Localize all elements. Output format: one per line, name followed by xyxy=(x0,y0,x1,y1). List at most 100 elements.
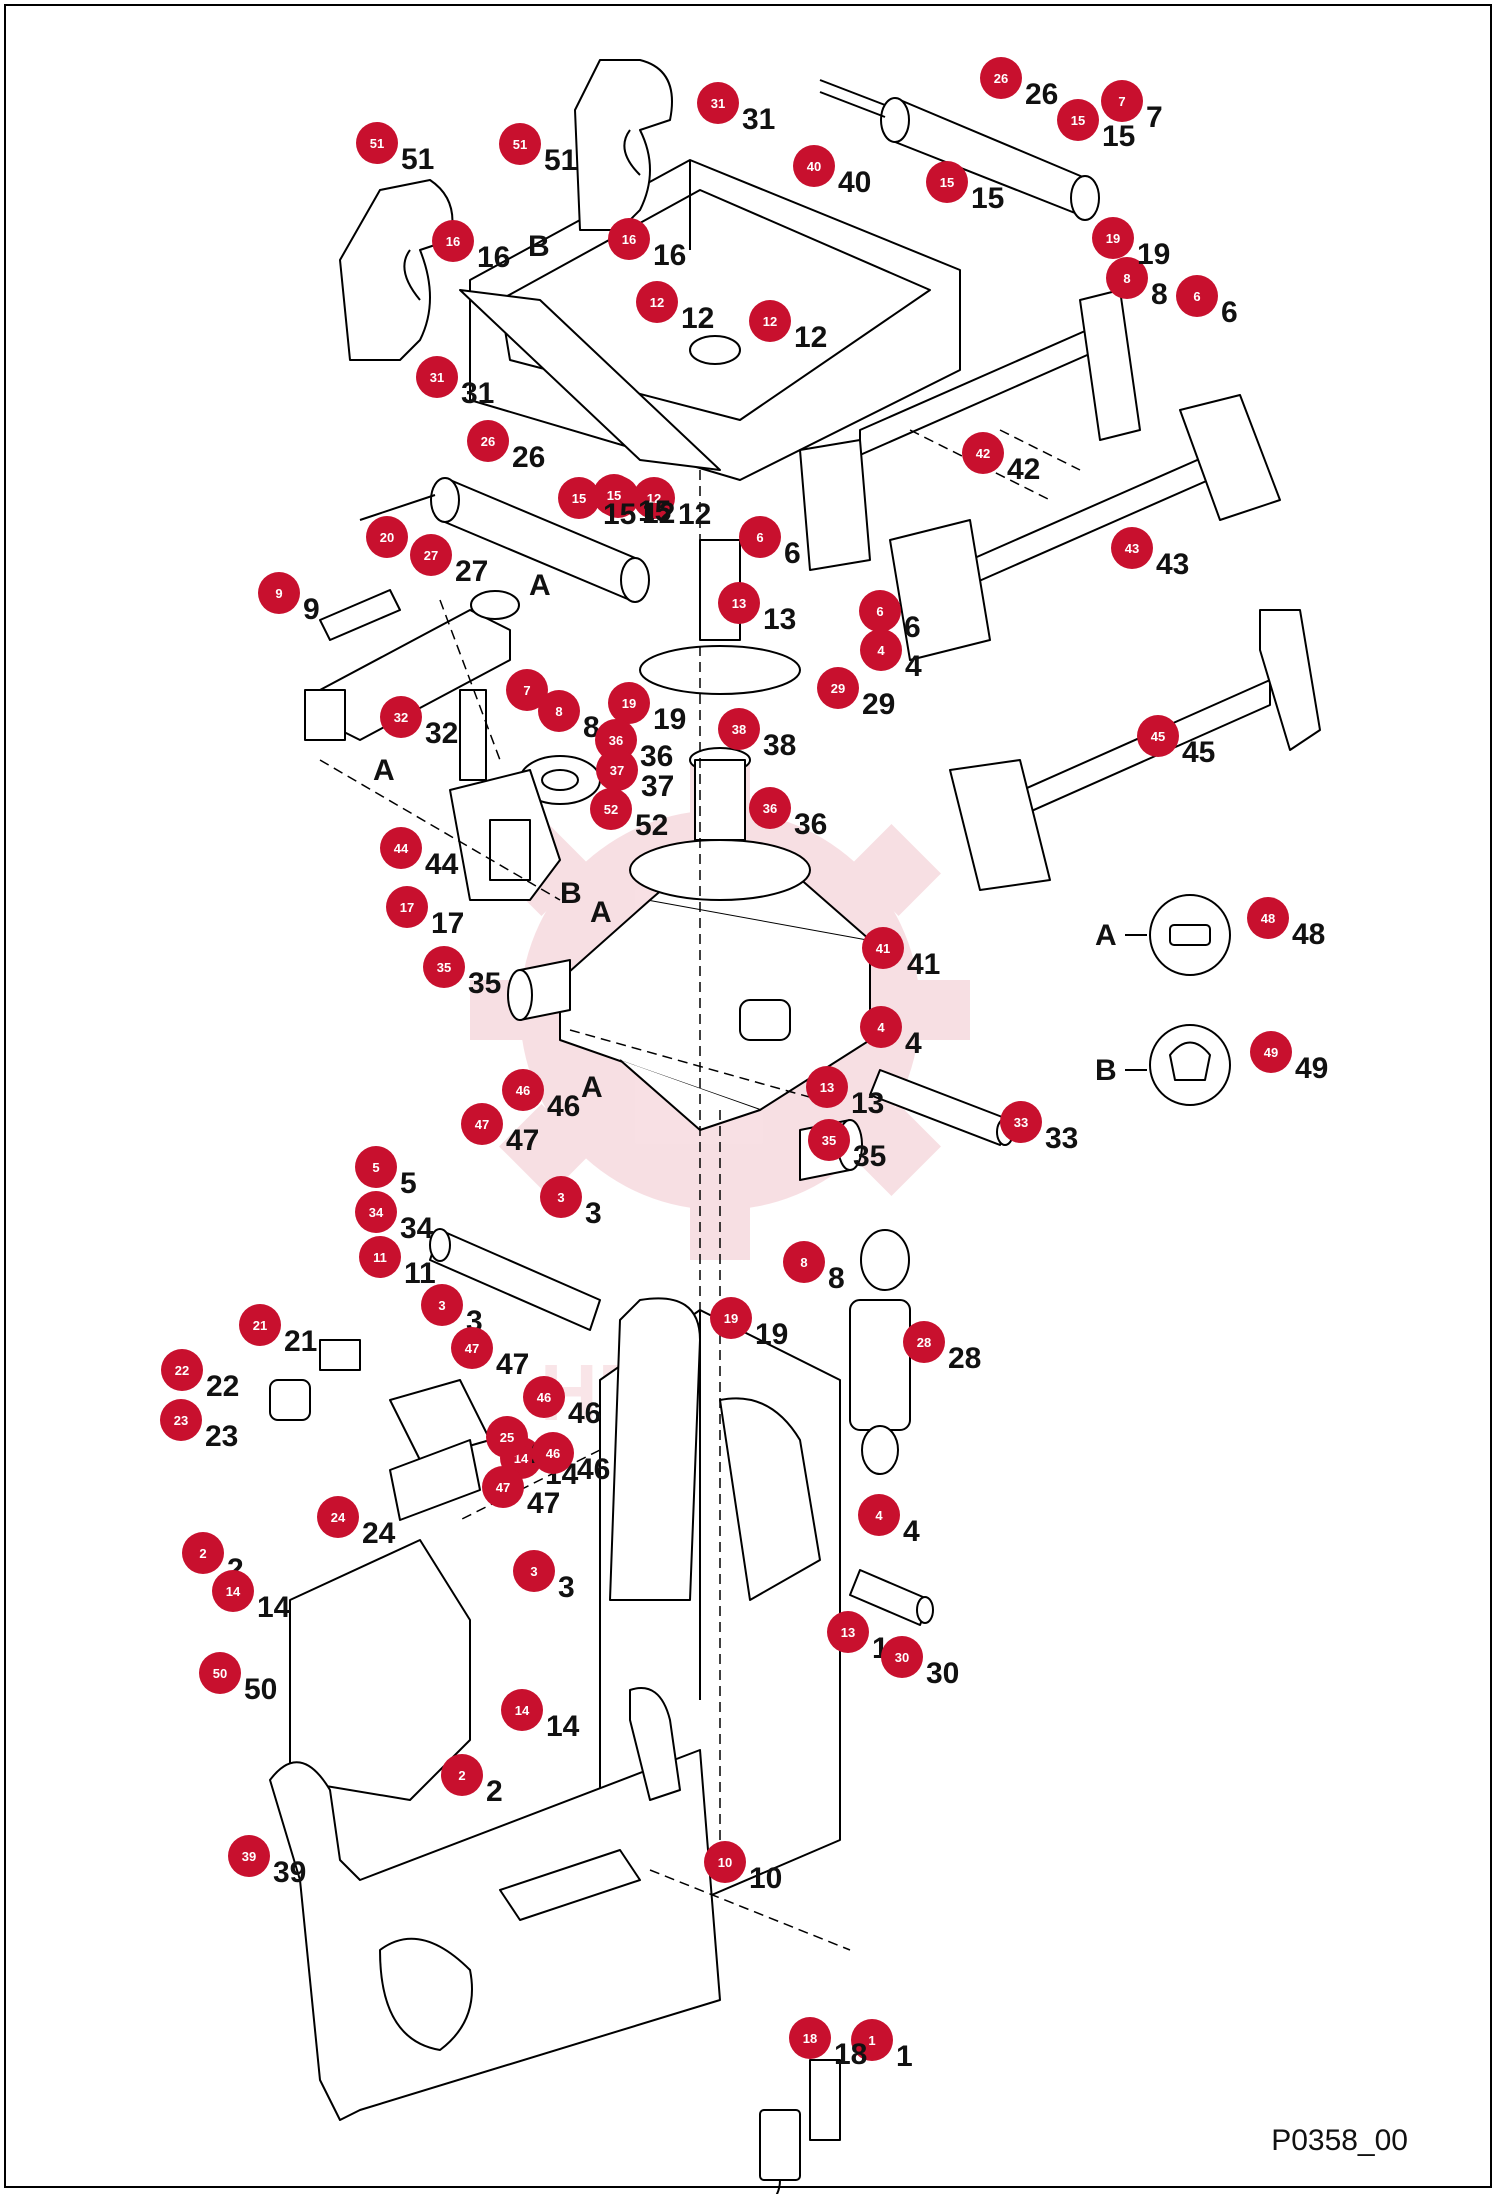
callout-marker xyxy=(827,1611,869,1653)
callout-number: 27 xyxy=(424,548,438,563)
part-number-label: 44 xyxy=(425,848,459,881)
callout-marker xyxy=(636,281,678,323)
callout-number: 4 xyxy=(875,1508,883,1523)
callout-number: 13 xyxy=(820,1080,834,1095)
part-number-label: 15 xyxy=(1102,120,1135,153)
callout-marker xyxy=(697,82,739,124)
part-number-label: 50 xyxy=(244,1673,277,1706)
callout-number: 16 xyxy=(622,232,636,247)
part-number-label: 3 xyxy=(558,1571,575,1604)
shaft-45 xyxy=(949,609,1321,891)
callout-marker xyxy=(962,432,1004,474)
elbow-block-27 xyxy=(304,590,520,741)
part-number-label: 46 xyxy=(568,1397,601,1430)
callout-number: 22 xyxy=(175,1363,189,1378)
part-number-label: 41 xyxy=(907,948,940,981)
part-number-label: 3 xyxy=(585,1197,602,1230)
part-number-label: 21 xyxy=(284,1325,317,1358)
callout-marker xyxy=(789,2017,831,2059)
callout-marker xyxy=(356,122,398,164)
part-number-label: 12 xyxy=(678,498,711,531)
